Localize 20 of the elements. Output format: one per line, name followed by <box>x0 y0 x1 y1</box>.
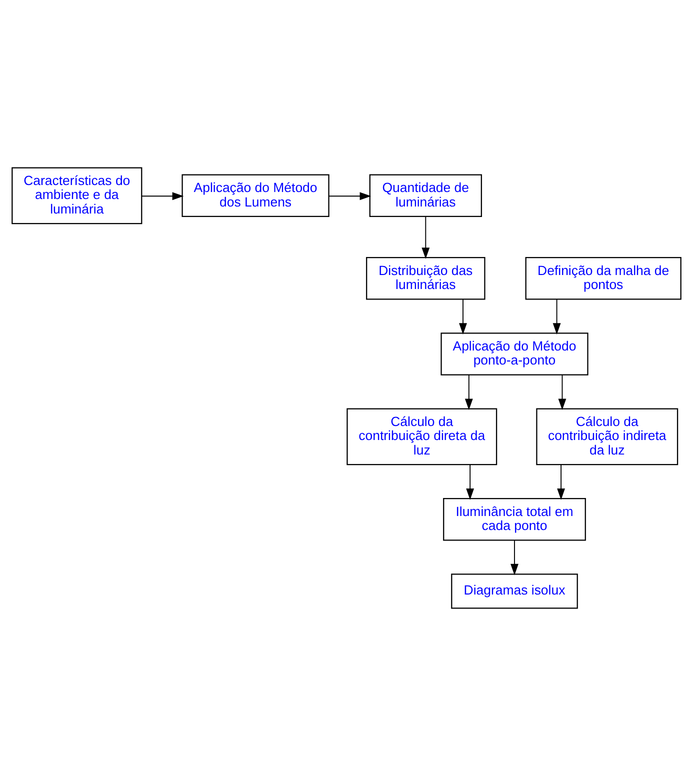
node-box: Cálculo da contribuição direta da luz <box>346 408 498 466</box>
node-box: Diagramas isolux <box>451 574 578 609</box>
node-box: Quantidade de luminárias <box>369 174 482 218</box>
node-box: Distribuição das luminárias <box>366 257 486 300</box>
node-box: Características do ambiente e da luminária <box>12 167 142 224</box>
arrow <box>510 540 518 576</box>
arrow <box>557 464 566 500</box>
arrow <box>466 464 474 500</box>
node-box: Cálculo da contribuição indireta da luz <box>536 408 678 466</box>
node-box: Aplicação do Método dos Lumens <box>182 174 330 218</box>
arrow <box>552 298 561 334</box>
node-box: Definição da malha de pontos <box>525 257 682 300</box>
arrow <box>328 192 372 200</box>
arrow <box>558 374 566 410</box>
node-box: Iluminância total em cada ponto <box>443 498 586 541</box>
arrow <box>464 374 473 410</box>
arrow <box>422 216 430 259</box>
arrow <box>459 298 467 334</box>
node-box: Aplicação do Método ponto-a-ponto <box>440 332 588 376</box>
arrow <box>141 192 184 200</box>
